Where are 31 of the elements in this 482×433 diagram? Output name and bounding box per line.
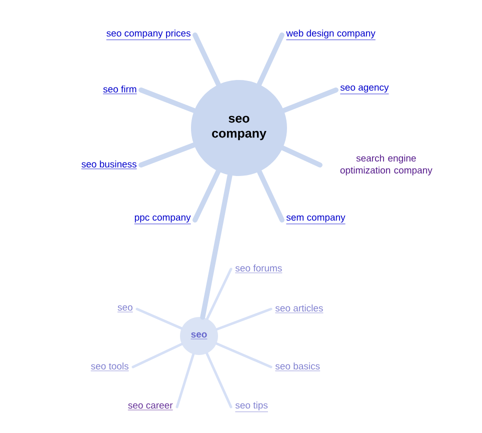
link-text: seo business — [81, 160, 137, 170]
link-text: seo — [117, 305, 133, 312]
spoke-line — [256, 32, 284, 87]
link-text: seo forums — [235, 264, 282, 274]
link-text: seo firm — [102, 86, 137, 94]
spoke-line — [206, 352, 232, 408]
spoke-line — [280, 146, 322, 168]
spoke-line — [136, 308, 183, 330]
spoke-line — [192, 32, 221, 87]
link-text: search engine optimization company — [340, 154, 432, 176]
spoke-line — [138, 142, 196, 168]
link-text: seo basics — [275, 362, 320, 372]
spoke-line — [176, 353, 195, 408]
link-text: ppc company — [134, 215, 191, 224]
spoke-line — [216, 308, 272, 330]
link-text: seo articles — [275, 304, 324, 314]
spoke-line — [138, 88, 197, 114]
link-text: seo tips — [235, 402, 268, 412]
link-text: seo agency — [340, 85, 389, 94]
spoke-line — [132, 342, 183, 368]
spoke-line — [206, 268, 232, 320]
link-text: seo career — [128, 403, 173, 410]
spoke-line — [215, 342, 272, 368]
spoke-line — [281, 88, 338, 113]
spoke-line — [200, 172, 232, 320]
spoke-line — [256, 169, 284, 222]
link-text: seo company prices — [106, 30, 191, 40]
link-text: seo tools — [90, 362, 129, 372]
link-text: web design company — [286, 30, 376, 40]
spoke-line — [192, 168, 221, 222]
link-text: sem company — [286, 215, 346, 224]
